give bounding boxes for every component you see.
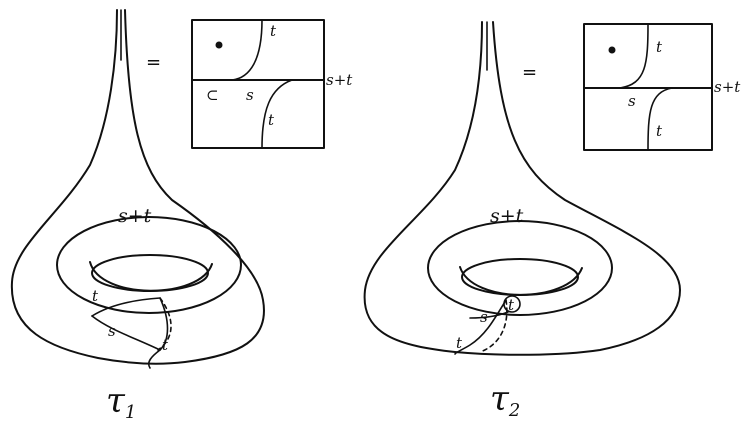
left-s-curve: [92, 316, 160, 350]
right-ring-label: s+t: [490, 205, 524, 227]
left-square-mid-label: s: [246, 86, 254, 104]
left-square-right-label: s+t: [326, 71, 353, 89]
right-torus-hole-top: [462, 259, 578, 295]
left-meridian-mid-label: s: [108, 322, 116, 340]
right-square-bot-label: t: [656, 122, 663, 140]
left-figure-name: τ1: [106, 381, 136, 423]
right-figure-name: τ2: [490, 379, 520, 421]
right-meridian-top-label: t: [508, 296, 515, 314]
right-meridian-mid-label: s: [480, 308, 488, 326]
left-meridian-bot-label: t: [162, 336, 169, 354]
left-square: [192, 20, 324, 148]
right-torus-hole-curve: [460, 267, 582, 295]
right-square-top-arc: [620, 24, 648, 88]
left-teardrop-outline: [12, 10, 264, 364]
right-meridian-bot-label: t: [456, 334, 463, 352]
right-square-mid-label: s: [628, 92, 636, 110]
left-meridian-top-label: t: [92, 287, 99, 305]
right-square-dot: [609, 47, 616, 54]
left-square-top-label: t: [270, 22, 277, 40]
left-square-dot-bracket: ⊂: [206, 86, 219, 104]
left-torus-hole-top: [92, 255, 208, 291]
left-square-group: ⊂ t s t s+t: [192, 20, 353, 148]
right-square-right-label: s+t: [714, 78, 741, 96]
right-square-group: t s t s+t: [584, 24, 741, 150]
left-meridian-front: [92, 298, 168, 368]
right-square-top-label: t: [656, 38, 663, 56]
right-equals-sign: =: [522, 62, 537, 83]
left-equals-sign: =: [146, 52, 161, 73]
left-square-bottom-arc: [262, 80, 292, 148]
left-square-bot-label: t: [268, 111, 275, 129]
left-square-top-arc: [232, 20, 262, 80]
left-ring-label: s+t: [118, 205, 152, 227]
right-square-bottom-arc: [648, 88, 672, 150]
left-figure: s+t t s t τ1: [12, 10, 264, 423]
left-square-dot: [216, 42, 223, 49]
